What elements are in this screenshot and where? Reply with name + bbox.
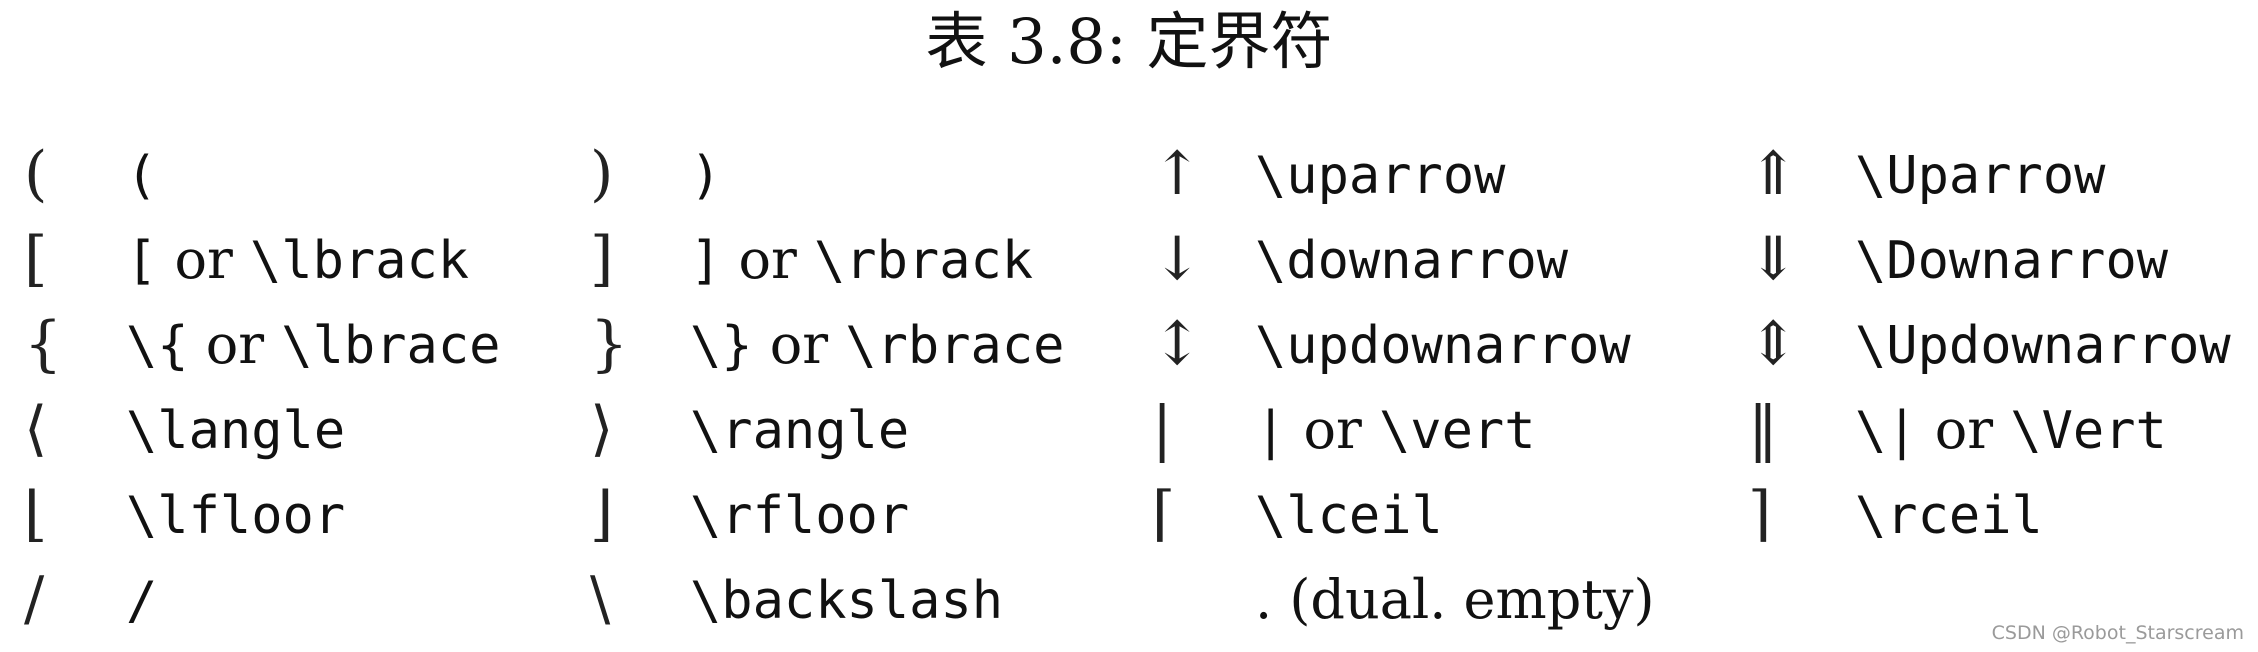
connector-text: or [157, 228, 250, 291]
connector-text: or [721, 228, 814, 291]
delimiter-command: \backslash [690, 557, 1003, 642]
delimiter-symbol: ⇑ [1748, 139, 1799, 209]
delimiter-symbol: | [1152, 394, 1173, 464]
delimiter-symbol: ⇓ [1748, 224, 1799, 294]
command-text: ( [126, 146, 158, 206]
command-text: \lfloor [126, 486, 346, 546]
command-text: \{ [126, 316, 189, 376]
command-text: ] [690, 231, 722, 291]
delimiter-command: | or \vert [1255, 387, 1536, 472]
command-text: \backslash [690, 571, 1004, 631]
command-text: \rceil [1855, 486, 2043, 546]
table-row: [[ or \lbrack]] or \rbrack↓\downarrow⇓\D… [0, 217, 2258, 302]
delimiter-symbol: ] [590, 224, 614, 294]
connector-text: . (dual. empty) [1255, 568, 1655, 631]
command-text: \Downarrow [1855, 231, 2169, 291]
delimiter-symbol: ⇕ [1748, 309, 1799, 379]
command-text: \} [690, 316, 753, 376]
command-text: \Updownarrow [1855, 316, 2231, 376]
table-caption: 表 3.8: 定界符 [925, 5, 1333, 78]
delimiter-command: . (dual. empty) [1255, 557, 1655, 642]
delimiter-symbol: ⌋ [590, 479, 614, 549]
delimiter-symbol: [ [24, 224, 48, 294]
command-text: \rbrace [845, 316, 1065, 376]
delimiter-command: ( [126, 132, 157, 217]
command-text: \lceil [1255, 486, 1443, 546]
command-text: ) [690, 146, 722, 206]
delimiter-command: \langle [126, 387, 345, 472]
delimiter-command: \Downarrow [1855, 217, 2168, 302]
table-row: ⟨\langle⟩\rangle|| or \vert‖\| or \Vert [0, 387, 2258, 472]
delimiter-symbol: ↓ [1152, 224, 1203, 294]
command-text: \rangle [690, 401, 910, 461]
delimiter-table: (())↑\uparrow⇑\Uparrow[[ or \lbrack]] or… [0, 132, 2258, 642]
delimiter-command: \lfloor [126, 472, 345, 557]
connector-text: or [188, 313, 282, 376]
delimiter-command: \rfloor [690, 472, 909, 557]
delimiter-command: ] or \rbrack [690, 217, 1033, 302]
connector-text: or [752, 313, 846, 376]
table-row: ( ()) ↑ \uparrow ⇑ \Uparrow [0, 132, 2258, 217]
delimiter-symbol: } [590, 309, 629, 379]
table-row: ⌊ \lfloor ⌋ \rfloor ⌈ \lceil ⌉ \rceil [0, 472, 2258, 557]
command-text: \Uparrow [1855, 146, 2106, 206]
command-text: \uparrow [1255, 146, 1506, 206]
table-row: { \{ or \lbrace} \} or \rbrace ↕ \updownarro… [0, 302, 2258, 387]
delimiter-command: \| or \Vert [1855, 387, 2167, 472]
connector-text: or [1286, 398, 1379, 461]
delimiter-command: ) [690, 132, 721, 217]
delimiter-symbol: ) [590, 139, 614, 209]
delimiter-symbol: ↑ [1152, 139, 1203, 209]
delimiter-symbol: \ [590, 564, 611, 634]
delimiter-command: \Uparrow [1855, 132, 2105, 217]
command-text: | [1255, 401, 1287, 461]
delimiter-symbol: ⟩ [590, 394, 614, 464]
delimiter-symbol: ⌊ [24, 479, 48, 549]
delimiter-command: [ or \lbrack [126, 217, 469, 302]
delimiter-command: \uparrow [1255, 132, 1505, 217]
delimiter-symbol: ‖ [1748, 394, 1778, 464]
delimiter-symbol: ( [24, 139, 48, 209]
delimiter-symbol: { [24, 309, 63, 379]
delimiter-command: \{ or \lbrace [126, 302, 500, 387]
command-text: / [126, 571, 158, 631]
delimiter-command: \updownarrow [1255, 302, 1631, 387]
command-text: \| [1855, 401, 1918, 461]
command-text: \rbrack [813, 231, 1034, 291]
delimiter-symbol: ↕ [1152, 309, 1203, 379]
delimiter-command: \} or \rbrace [690, 302, 1064, 387]
command-text: \lbrace [281, 316, 501, 376]
delimiter-command: \lceil [1255, 472, 1443, 557]
command-text: \rfloor [690, 486, 910, 546]
delimiter-command: / [126, 557, 157, 642]
command-text: \lbrack [249, 231, 470, 291]
delimiter-command: \Updownarrow [1855, 302, 2231, 387]
table-row: / / \ \backslash . (dual. empty) [0, 557, 2258, 642]
command-text: \updownarrow [1255, 316, 1631, 376]
delimiter-command: \rangle [690, 387, 909, 472]
delimiter-command: \downarrow [1255, 217, 1568, 302]
command-text: \Vert [2010, 401, 2167, 461]
delimiter-symbol: ⟨ [24, 394, 48, 464]
connector-text: or [1917, 398, 2011, 461]
delimiter-symbol: / [24, 564, 45, 634]
command-text: [ [126, 231, 158, 291]
command-text: \downarrow [1255, 231, 1569, 291]
delimiter-symbol: ⌉ [1748, 479, 1772, 549]
command-text: \langle [126, 401, 346, 461]
delimiter-command: \rceil [1855, 472, 2043, 557]
delimiter-symbol: ⌈ [1152, 479, 1176, 549]
command-text: \vert [1378, 401, 1536, 461]
watermark: CSDN @Robot_Starscream [1991, 622, 2244, 644]
